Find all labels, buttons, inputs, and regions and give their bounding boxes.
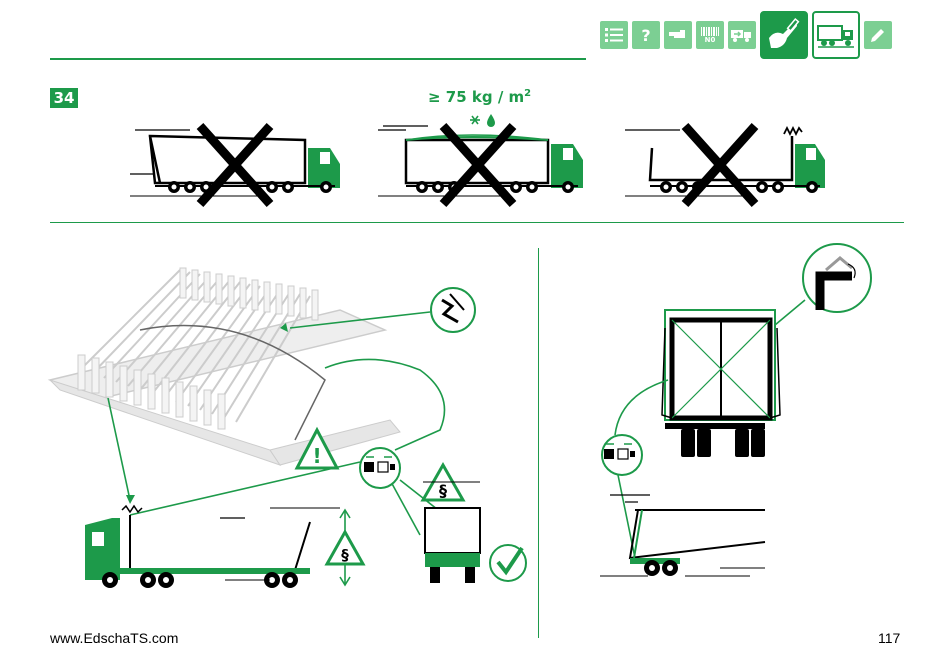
pencil-icon[interactable] bbox=[864, 21, 892, 49]
question-label: ? bbox=[641, 26, 650, 45]
load-limit: ≥ 75 kg / m2 bbox=[428, 88, 531, 106]
section-rule bbox=[50, 222, 904, 223]
section-number: 34 bbox=[50, 88, 78, 108]
barcode-number-icon[interactable]: N0 bbox=[696, 21, 724, 49]
warning-symbol: ! bbox=[312, 444, 321, 468]
load-superscript: 2 bbox=[524, 88, 531, 99]
truck-arrow-icon[interactable] bbox=[728, 21, 756, 49]
truck-roof-damage bbox=[625, 126, 825, 204]
question-icon[interactable]: ? bbox=[632, 21, 660, 49]
truck-snow-load bbox=[378, 114, 583, 204]
roof-bow-assembly-illustration: ! § § bbox=[40, 250, 540, 600]
paragraph-symbol-height: § bbox=[341, 546, 349, 564]
hand-tool-icon[interactable] bbox=[760, 11, 808, 59]
truck-icon[interactable] bbox=[812, 11, 860, 59]
paragraph-height-icon: § bbox=[327, 532, 363, 564]
barcode-label: N0 bbox=[705, 36, 716, 44]
toolbar: ? N0 bbox=[600, 8, 892, 62]
page-number: 117 bbox=[878, 630, 900, 646]
hand-pointer-icon[interactable] bbox=[664, 21, 692, 49]
header-rule bbox=[50, 58, 586, 60]
paragraph-symbol: § bbox=[439, 481, 447, 500]
water-drop-icon bbox=[487, 114, 495, 127]
truck-open-tailgate bbox=[130, 126, 340, 204]
list-icon[interactable] bbox=[600, 21, 628, 49]
snowflake-icon bbox=[470, 116, 480, 124]
footer-website: www.EdschaTS.com bbox=[50, 630, 178, 646]
rear-view-trailer-illustration bbox=[580, 240, 910, 600]
check-icon bbox=[490, 545, 526, 581]
prohibited-truck-scenarios bbox=[130, 108, 850, 208]
load-label: ≥ 75 kg / m bbox=[428, 88, 524, 106]
